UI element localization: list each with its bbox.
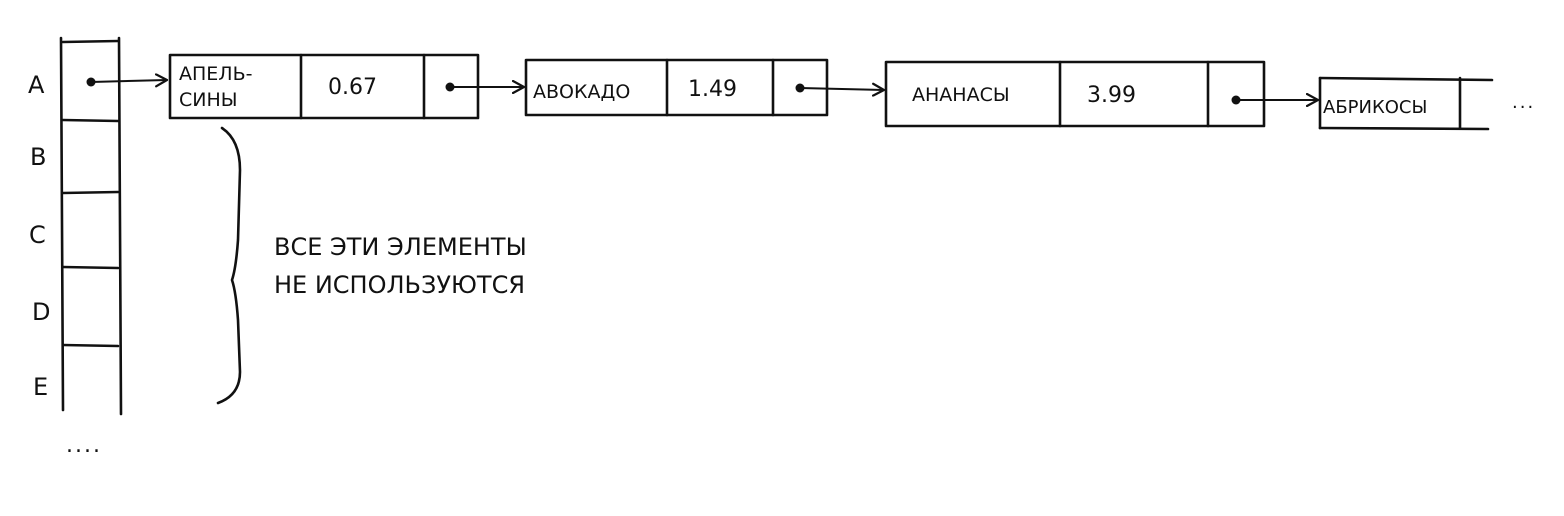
node-name-line1: АПЕЛЬ- bbox=[179, 63, 252, 85]
curly-brace bbox=[216, 126, 242, 405]
row-label-c: C bbox=[29, 221, 46, 249]
row-label-d: D bbox=[32, 298, 50, 326]
hash-array bbox=[59, 36, 123, 416]
list-node-pineapples: АНАНАСЫ 3.99 bbox=[884, 60, 1266, 128]
chain-continuation: ... bbox=[1512, 92, 1535, 113]
list-node-oranges: АПЕЛЬ- СИНЫ 0.67 bbox=[168, 53, 480, 120]
node-name: АВОКАДО bbox=[533, 81, 630, 103]
annotation-line-2: НЕ ИСПОЛЬЗУЮТСЯ bbox=[274, 271, 525, 299]
annotation: ВСЕ ЭТИ ЭЛЕМЕНТЫ НЕ ИСПОЛЬЗУЮТСЯ bbox=[274, 233, 527, 299]
slot-a-pointer bbox=[86, 78, 168, 87]
list-node-apricots: АБРИКОСЫ bbox=[1318, 76, 1494, 131]
node-price: 0.67 bbox=[328, 75, 377, 100]
node-name-line2: СИНЫ bbox=[179, 89, 238, 111]
node-name: АБРИКОСЫ bbox=[1323, 97, 1427, 118]
node-price: 3.99 bbox=[1087, 83, 1136, 108]
node-name: АНАНАСЫ bbox=[912, 84, 1010, 106]
list-node-avocado: АВОКАДО 1.49 bbox=[524, 58, 829, 117]
row-label-b: B bbox=[30, 143, 46, 171]
next-pointer-2 bbox=[799, 88, 884, 90]
row-label-e: E bbox=[33, 373, 48, 401]
array-continuation: .... bbox=[66, 433, 102, 458]
annotation-line-1: ВСЕ ЭТИ ЭЛЕМЕНТЫ bbox=[274, 233, 527, 261]
node-price: 1.49 bbox=[688, 77, 737, 102]
row-label-a: A bbox=[28, 71, 45, 99]
row-labels: A B C D E bbox=[28, 71, 50, 401]
